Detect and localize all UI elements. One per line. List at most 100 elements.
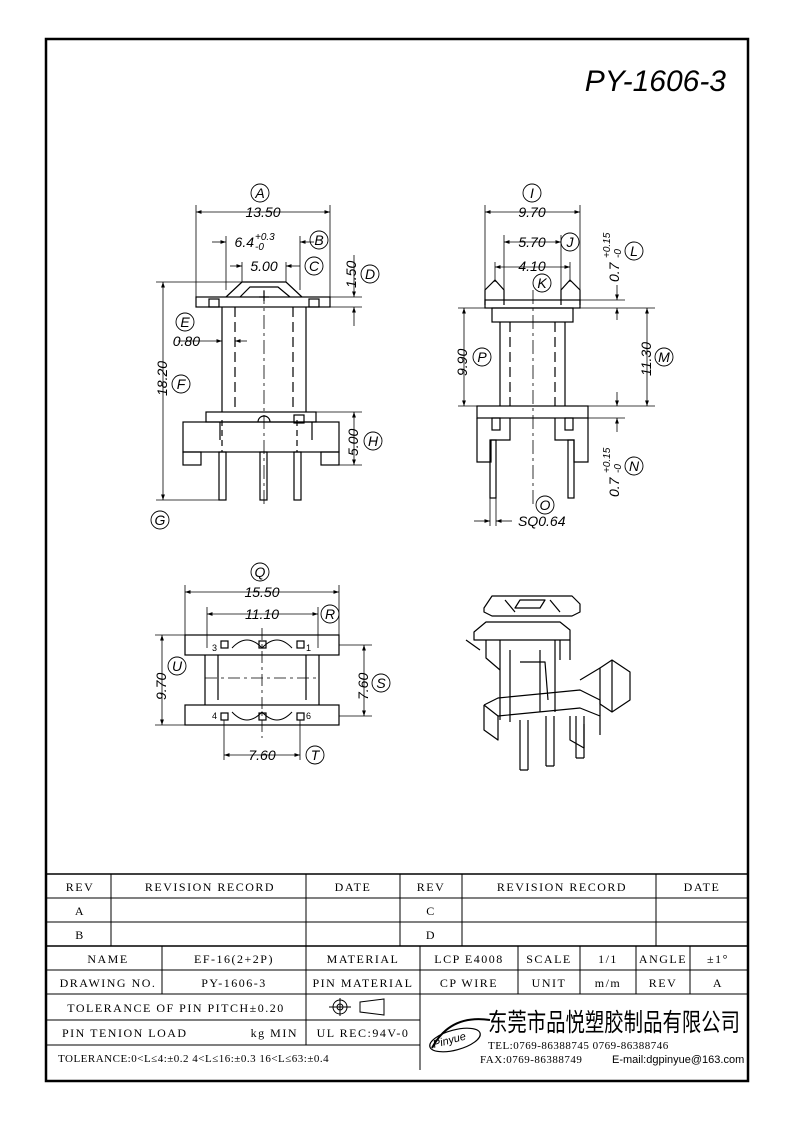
dim-t: 7.60 bbox=[248, 747, 275, 763]
company-name: 东莞市品悦塑胶制品有限公司 bbox=[488, 1009, 740, 1037]
label-b: B bbox=[314, 232, 323, 248]
dim-h: 5.00 bbox=[345, 429, 361, 456]
dim-j: 5.70 bbox=[518, 234, 545, 250]
pin-tension-unit: kg MIN bbox=[251, 1026, 298, 1040]
dim-q: 15.50 bbox=[244, 584, 279, 600]
side-view bbox=[476, 279, 589, 505]
label-o: O bbox=[540, 497, 551, 513]
part-number: PY-1606-3 bbox=[585, 65, 727, 98]
label-u: U bbox=[172, 658, 183, 674]
side-view-dimensions bbox=[458, 205, 655, 526]
label-i: I bbox=[530, 185, 534, 201]
dim-k: 4.10 bbox=[518, 258, 545, 274]
dim-l-tol-plus: +0.15 bbox=[602, 232, 613, 258]
dim-c: 5.00 bbox=[250, 258, 277, 274]
projection-symbol-icon bbox=[329, 998, 385, 1016]
pin-number-4: 4 bbox=[212, 711, 217, 721]
company-email: E-mail:dgpinyue@163.com bbox=[612, 1054, 744, 1066]
rev-row-b: B bbox=[75, 928, 85, 942]
pin-tension-label: PIN TENION LOAD bbox=[62, 1026, 188, 1040]
front-view-dim-text: A 13.50 6.4 +0.3 -0 B 5.00 C 1.50 D E 0.… bbox=[150, 183, 383, 530]
rev-header-left: REV bbox=[66, 880, 95, 894]
ul-rating: UL REC:94V-0 bbox=[317, 1026, 410, 1040]
label-j: J bbox=[566, 234, 575, 250]
dim-n-tol-minus: -0 bbox=[613, 464, 624, 473]
dim-m: 11.30 bbox=[638, 342, 654, 376]
dim-o: SQ0.64 bbox=[518, 513, 566, 529]
bottom-view bbox=[184, 628, 340, 738]
angle-label: ANGLE bbox=[639, 952, 687, 966]
label-c: C bbox=[309, 258, 320, 274]
pin-material-value: CP WIRE bbox=[440, 976, 498, 990]
dim-n: 0.7 bbox=[606, 476, 622, 497]
front-view bbox=[182, 281, 340, 505]
title-block-text: NAME EF-16(2+2P) MATERIAL LCP E4008 SCAL… bbox=[58, 952, 744, 1066]
revision-table bbox=[46, 873, 748, 947]
rev-row-a: A bbox=[75, 904, 85, 918]
bottom-view-dim-text: Q 15.50 11.10 R 7.60 S 7.60 T 9.70 U bbox=[153, 562, 391, 765]
label-e: E bbox=[180, 314, 190, 330]
side-view-dim-text: I 9.70 5.70 J 4.10 K 0.7 +0.15 -0 L 11.3… bbox=[454, 183, 674, 529]
dim-r: 11.10 bbox=[245, 606, 279, 622]
label-k: K bbox=[537, 275, 547, 291]
label-h: H bbox=[368, 433, 379, 449]
rev-row-c: C bbox=[426, 904, 436, 918]
unit-label: UNIT bbox=[532, 976, 567, 990]
front-view-dimensions bbox=[156, 205, 362, 501]
dim-f: 18.20 bbox=[154, 361, 170, 396]
label-n: N bbox=[629, 458, 640, 474]
revision-table-text: REV REVISION RECORD DATE REV REVISION RE… bbox=[66, 880, 721, 942]
pinyue-logo: Pinyue bbox=[429, 1018, 491, 1053]
sheet-border bbox=[44, 37, 750, 1083]
drawing-no-value: PY-1606-3 bbox=[201, 976, 267, 990]
label-p: P bbox=[477, 349, 487, 365]
dim-i: 9.70 bbox=[518, 204, 545, 220]
label-l: L bbox=[630, 243, 638, 259]
tolerance-pin-pitch: TOLERANCE OF PIN PITCH±0.20 bbox=[67, 1001, 285, 1015]
dim-b: 6.4 bbox=[235, 234, 255, 250]
drawing-no-label: DRAWING NO. bbox=[60, 976, 157, 990]
dim-b-tol-minus: -0 bbox=[255, 242, 264, 253]
record-header-left: REVISION RECORD bbox=[145, 880, 275, 894]
label-s: S bbox=[376, 675, 386, 691]
rev-row-d: D bbox=[426, 928, 436, 942]
bottom-view-pin-numbers: 3 1 4 6 bbox=[212, 643, 311, 721]
scale-value: 1/1 bbox=[598, 952, 618, 966]
scale-label: SCALE bbox=[526, 952, 572, 966]
pin-number-3: 3 bbox=[212, 643, 217, 653]
label-m: M bbox=[658, 349, 670, 365]
dim-s: 7.60 bbox=[355, 673, 371, 700]
dim-a: 13.50 bbox=[245, 204, 280, 220]
pin-number-1: 1 bbox=[306, 643, 311, 653]
general-tolerance: TOLERANCE:0<L≤4:±0.2 4<L≤16:±0.3 16<L≤63… bbox=[58, 1053, 329, 1065]
rev-header-right: REV bbox=[417, 880, 446, 894]
dim-d: 1.50 bbox=[343, 261, 359, 288]
label-f: F bbox=[177, 376, 187, 392]
angle-value: ±1° bbox=[707, 952, 729, 966]
name-label: NAME bbox=[87, 952, 128, 966]
title-block bbox=[46, 946, 748, 1070]
isometric-view bbox=[465, 595, 631, 771]
date-header-left: DATE bbox=[335, 880, 372, 894]
name-value: EF-16(2+2P) bbox=[194, 952, 274, 966]
company-fax: FAX:0769-86388749 bbox=[480, 1054, 582, 1066]
company-tel: TEL:0769-86388745 0769-86388746 bbox=[488, 1040, 669, 1052]
unit-value: m/m bbox=[595, 976, 622, 990]
label-a: A bbox=[254, 185, 264, 201]
bottom-view-dimensions bbox=[155, 585, 372, 760]
label-t: T bbox=[311, 747, 321, 763]
rev-value: A bbox=[713, 976, 723, 990]
dim-e: 0.80 bbox=[173, 333, 200, 349]
label-g: G bbox=[155, 512, 166, 528]
date-header-right: DATE bbox=[684, 880, 721, 894]
rev-label: REV bbox=[649, 976, 678, 990]
material-value: LCP E4008 bbox=[434, 952, 503, 966]
label-r: R bbox=[325, 606, 335, 622]
pin-number-6: 6 bbox=[306, 711, 311, 721]
dim-n-tol-plus: +0.15 bbox=[602, 447, 613, 473]
label-q: Q bbox=[255, 564, 266, 580]
dim-b-tol-plus: +0.3 bbox=[255, 232, 275, 243]
dim-l-tol-minus: -0 bbox=[613, 249, 624, 258]
record-header-right: REVISION RECORD bbox=[497, 880, 627, 894]
